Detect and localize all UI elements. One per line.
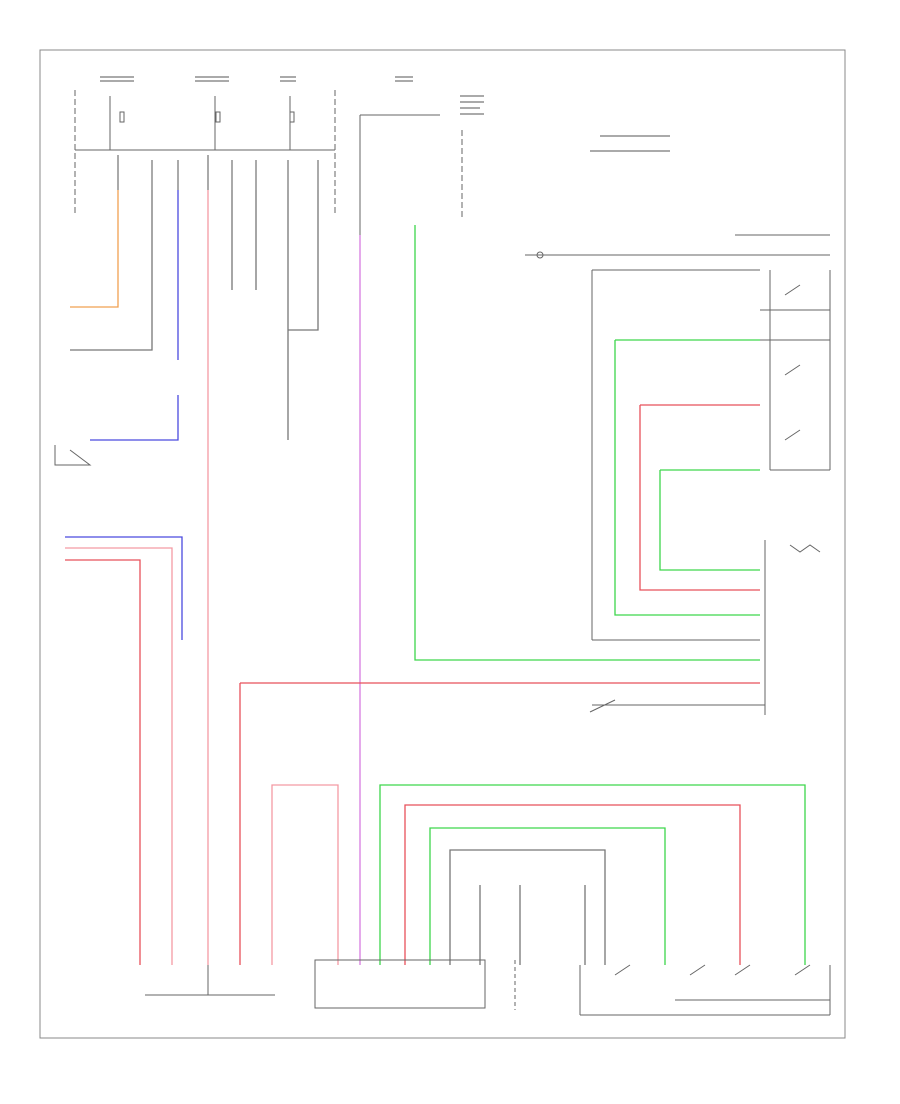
wire-red-right-1 — [639, 404, 760, 591]
wire-red-horizontal — [239, 682, 760, 965]
wire-blue — [90, 190, 179, 441]
diagram-frame — [39, 49, 846, 1039]
wire-red-1 — [65, 559, 141, 965]
wire-green-bottom-2 — [429, 827, 666, 965]
wire-green-right-2 — [659, 469, 760, 571]
wire-green-main — [414, 225, 760, 661]
wire-orange — [70, 190, 119, 308]
wire-pink-3 — [271, 784, 339, 965]
wire-green-right-1 — [614, 339, 760, 616]
window-regulator-motor-left — [314, 959, 486, 1009]
window-switch-right — [525, 234, 831, 641]
wire-pink-2 — [65, 547, 173, 965]
wire-red-bottom-1 — [404, 804, 741, 965]
wire-blue-2 — [65, 536, 183, 640]
fuse-block-top — [74, 76, 670, 215]
wire-green-bottom-1 — [379, 784, 806, 965]
window-regulator-motor-right — [589, 540, 821, 715]
window-switch-left — [579, 964, 831, 1016]
